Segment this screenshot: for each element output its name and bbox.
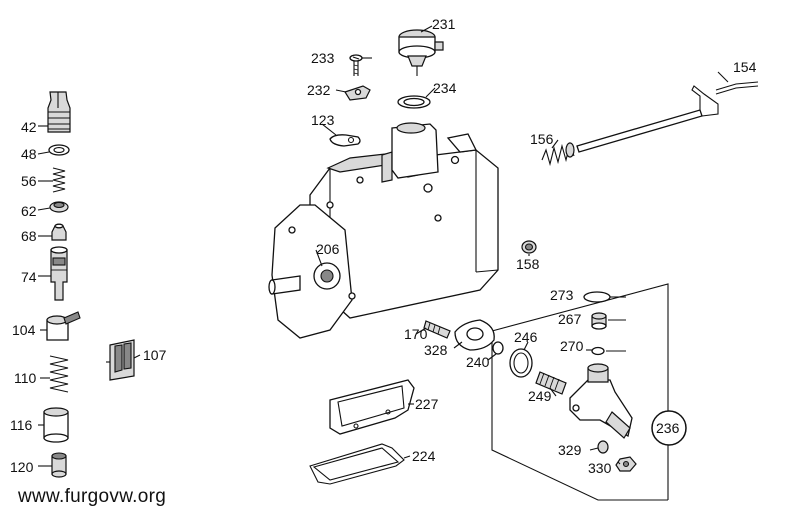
part-68-valve: [51, 223, 67, 241]
label-part-170: 170: [404, 326, 428, 342]
leader-lines: [37, 25, 729, 467]
part-246-o-ring: [509, 348, 533, 378]
part-249-filter: [535, 371, 567, 395]
label-part-267: 267: [558, 311, 582, 327]
part-231-solenoid: [398, 29, 444, 76]
part-156-spring: [541, 142, 575, 167]
label-part-68: 68: [21, 228, 37, 244]
part-236-feed-pump: [569, 363, 633, 439]
label-part-234: 234: [433, 80, 457, 96]
part-330-nut: [615, 456, 637, 472]
pump-flange: [268, 204, 356, 339]
part-154-control-rod: [576, 81, 759, 153]
website-watermark: www.furgovw.org: [18, 486, 167, 507]
label-part-74: 74: [21, 269, 37, 285]
label-part-156: 156: [530, 131, 554, 147]
part-232-bracket: [344, 85, 371, 101]
part-56-spring: [52, 167, 66, 193]
label-part-232: 232: [307, 82, 331, 98]
part-123-gasket: [329, 134, 361, 147]
part-48-washer: [48, 144, 70, 156]
part-74-barrel-element: [50, 246, 68, 301]
label-part-120: 120: [10, 459, 34, 475]
part-170-stud: [423, 320, 451, 339]
label-part-107: 107: [143, 347, 167, 363]
label-part-224: 224: [412, 448, 436, 464]
label-part-48: 48: [21, 146, 37, 162]
callout-236-circle: [651, 410, 687, 446]
part-110-spring: [49, 355, 69, 393]
label-part-236: 236: [656, 420, 680, 436]
part-240-o-ring: [492, 341, 504, 355]
part-42-valve-holder: [47, 91, 71, 133]
label-part-110: 110: [14, 370, 37, 386]
label-part-123: 123: [311, 112, 335, 128]
part-62-valve-disc: [49, 201, 69, 213]
label-part-246: 246: [514, 329, 538, 345]
part-329-nut: [597, 440, 609, 454]
part-270-seal: [591, 346, 605, 356]
part-233-screw: [349, 54, 363, 76]
part-234-o-ring: [397, 95, 431, 109]
part-104-control-sleeve: [46, 311, 81, 341]
part-267-plug: [591, 312, 607, 330]
label-part-270: 270: [560, 338, 584, 354]
part-224-gasket: [309, 443, 405, 485]
label-part-231: 231: [432, 16, 456, 32]
label-part-233: 233: [311, 50, 335, 66]
label-part-206: 206: [316, 241, 340, 257]
part-116-spring-seat: [43, 407, 69, 443]
label-part-329: 329: [558, 442, 582, 458]
part-107-clip: [106, 339, 135, 381]
label-part-273: 273: [550, 287, 574, 303]
part-158-plug: [521, 240, 537, 254]
label-part-328: 328: [424, 342, 448, 358]
part-273-o-ring: [583, 291, 611, 303]
label-part-62: 62: [21, 203, 37, 219]
label-part-158: 158: [516, 256, 540, 272]
label-part-330: 330: [588, 460, 612, 476]
label-part-240: 240: [466, 354, 490, 370]
label-part-249: 249: [528, 388, 552, 404]
label-part-227: 227: [415, 396, 439, 412]
label-part-154: 154: [733, 59, 757, 75]
part-328-gasket: [454, 319, 495, 351]
pump-housing: [309, 122, 499, 319]
label-part-116: 116: [10, 417, 33, 433]
part-227-cover: [329, 379, 415, 435]
label-part-104: 104: [12, 322, 36, 338]
label-part-42: 42: [21, 119, 37, 135]
label-part-56: 56: [21, 173, 37, 189]
part-120-tappet: [51, 452, 67, 478]
